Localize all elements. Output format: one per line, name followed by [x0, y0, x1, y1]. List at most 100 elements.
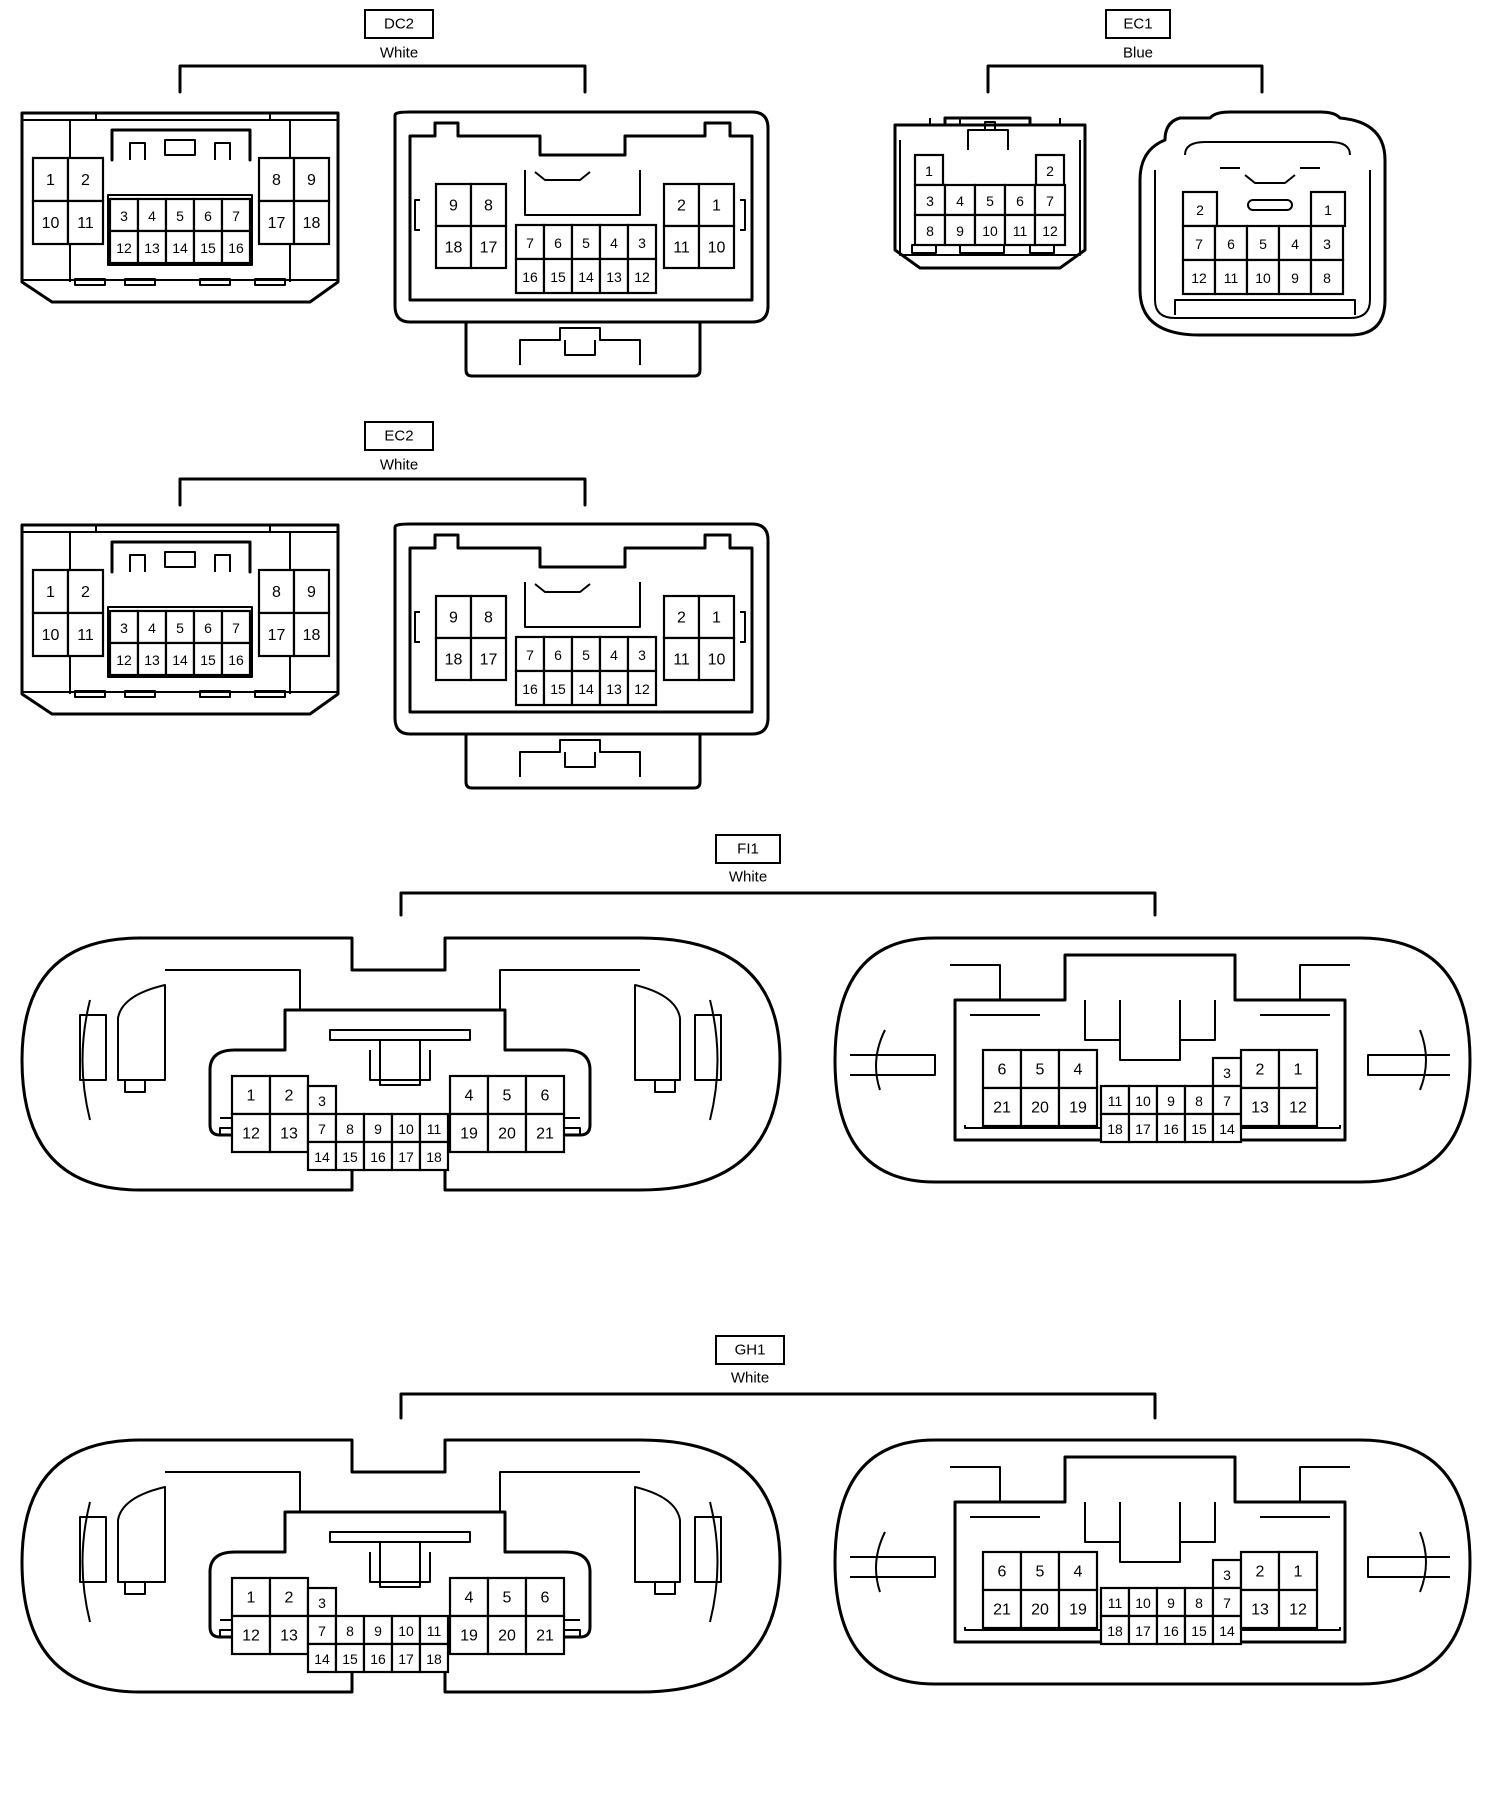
- ec1-male-pin-6: 6: [1003, 183, 1037, 217]
- ec2-female-pin-17: 17: [469, 636, 508, 682]
- svg-text:13: 13: [606, 269, 622, 285]
- svg-text:1: 1: [46, 172, 55, 189]
- svg-text:9: 9: [307, 584, 316, 601]
- ec2-male-pin-10: 10: [31, 611, 70, 658]
- ec2-male-pin-1: 1: [31, 568, 70, 615]
- svg-text:17: 17: [1135, 1623, 1151, 1639]
- svg-text:11: 11: [427, 1623, 442, 1639]
- svg-text:17: 17: [398, 1651, 414, 1667]
- svg-text:18: 18: [445, 652, 463, 669]
- dc2-male-pin-15: 15: [192, 229, 224, 265]
- fi1-female-pin-4: 4: [1057, 1048, 1099, 1090]
- gh1-female-pin-12: 12: [1277, 1588, 1319, 1630]
- svg-text:10: 10: [398, 1623, 414, 1639]
- svg-text:11: 11: [673, 240, 690, 257]
- svg-text:2: 2: [81, 172, 90, 189]
- dc2-male-pin-14: 14: [164, 229, 196, 265]
- fi1-female-pin-12: 12: [1277, 1086, 1319, 1128]
- svg-text:9: 9: [374, 1121, 382, 1137]
- gh1-female-pin-9: 9: [1155, 1586, 1187, 1618]
- label-fi1: FI1 White: [399, 834, 1157, 917]
- ec2-male-pin-16: 16: [220, 641, 252, 677]
- svg-text:8: 8: [272, 584, 281, 601]
- fi1-female-pin-15: 15: [1183, 1112, 1215, 1144]
- ec2-female-pin-5: 5: [570, 635, 602, 673]
- svg-text:3: 3: [926, 193, 934, 209]
- svg-text:3: 3: [318, 1595, 326, 1611]
- svg-text:12: 12: [242, 1628, 260, 1645]
- svg-text:1: 1: [247, 1088, 256, 1105]
- svg-text:10: 10: [1135, 1595, 1151, 1611]
- fi1-male-pin-9: 9: [362, 1112, 394, 1144]
- gh1-male-pin-4: 4: [448, 1576, 490, 1618]
- dc2-male-pin-12: 12: [108, 229, 140, 265]
- gh1-male-pin-3: 3: [306, 1586, 338, 1618]
- svg-text:6: 6: [541, 1590, 550, 1607]
- svg-text:14: 14: [172, 652, 188, 668]
- dc2-female-pin-5: 5: [570, 223, 602, 261]
- svg-text:3: 3: [1323, 236, 1331, 252]
- dc2-male-pin-5: 5: [164, 197, 196, 233]
- ec1-male-pin-9: 9: [943, 213, 977, 247]
- svg-text:7: 7: [1223, 1093, 1231, 1109]
- dc2-female-pin-9: 9: [434, 182, 473, 228]
- ec2-male-pin-7: 7: [220, 609, 252, 645]
- svg-text:13: 13: [606, 681, 622, 697]
- svg-text:17: 17: [268, 215, 286, 232]
- gh1-female-pin-5: 5: [1019, 1550, 1061, 1592]
- svg-text:10: 10: [398, 1121, 414, 1137]
- svg-text:14: 14: [1219, 1121, 1235, 1137]
- dc2-female-pin-2: 2: [662, 182, 701, 228]
- ec2-female-pin-18: 18: [434, 636, 473, 682]
- svg-text:19: 19: [460, 1126, 478, 1143]
- gh1-female-pin-16: 16: [1155, 1614, 1187, 1646]
- svg-text:15: 15: [200, 652, 216, 668]
- svg-text:5: 5: [582, 235, 590, 251]
- dc2-male-pin-4: 4: [136, 197, 168, 233]
- fi1-male-pin-1: 1: [230, 1074, 272, 1116]
- fi1-female-pin-18: 18: [1099, 1112, 1131, 1144]
- svg-text:17: 17: [480, 652, 498, 669]
- ec2-female-pin-15: 15: [542, 669, 574, 707]
- fi1-male-pin-12: 12: [230, 1112, 272, 1154]
- dc2-female-pin-4: 4: [598, 223, 630, 261]
- svg-text:15: 15: [200, 240, 216, 256]
- dc2-female-pin-1: 1: [697, 182, 736, 228]
- gh1-male-pin-7: 7: [306, 1614, 338, 1646]
- label-gh1: GH1 White: [399, 1335, 1157, 1420]
- label-fi1-id: FI1: [737, 841, 759, 858]
- ec2-female-pin-10: 10: [697, 636, 736, 682]
- dc2-female-pin-11: 11: [662, 224, 701, 270]
- fi1-female-pin-20: 20: [1019, 1086, 1061, 1128]
- svg-text:5: 5: [1036, 1564, 1045, 1581]
- gh1-male-pin-13: 13: [268, 1614, 310, 1656]
- svg-text:6: 6: [1016, 193, 1024, 209]
- ec1-male-pin-5: 5: [973, 183, 1007, 217]
- svg-text:20: 20: [498, 1628, 516, 1645]
- label-ec2-id: EC2: [384, 428, 413, 445]
- svg-text:16: 16: [1163, 1121, 1179, 1137]
- ec2-female-pin-13: 13: [598, 669, 630, 707]
- svg-text:4: 4: [956, 193, 964, 209]
- ec1-male-pin-4: 4: [943, 183, 977, 217]
- ec2-male-pin-13: 13: [136, 641, 168, 677]
- svg-text:8: 8: [1195, 1595, 1203, 1611]
- svg-text:13: 13: [1251, 1602, 1269, 1619]
- svg-text:6: 6: [541, 1088, 550, 1105]
- svg-text:4: 4: [1291, 236, 1299, 252]
- dc2-female-pin-12: 12: [626, 257, 658, 295]
- svg-text:17: 17: [1135, 1121, 1151, 1137]
- svg-text:11: 11: [1224, 270, 1239, 286]
- dc2-male-pin-11: 11: [66, 199, 105, 246]
- svg-text:4: 4: [465, 1590, 474, 1607]
- gh1-female-pin-21: 21: [981, 1588, 1023, 1630]
- svg-text:7: 7: [1046, 193, 1054, 209]
- gh1-male-pin-15: 15: [334, 1642, 366, 1674]
- ec2-male-pin-5: 5: [164, 609, 196, 645]
- svg-text:1: 1: [46, 584, 55, 601]
- svg-text:2: 2: [1256, 1062, 1265, 1079]
